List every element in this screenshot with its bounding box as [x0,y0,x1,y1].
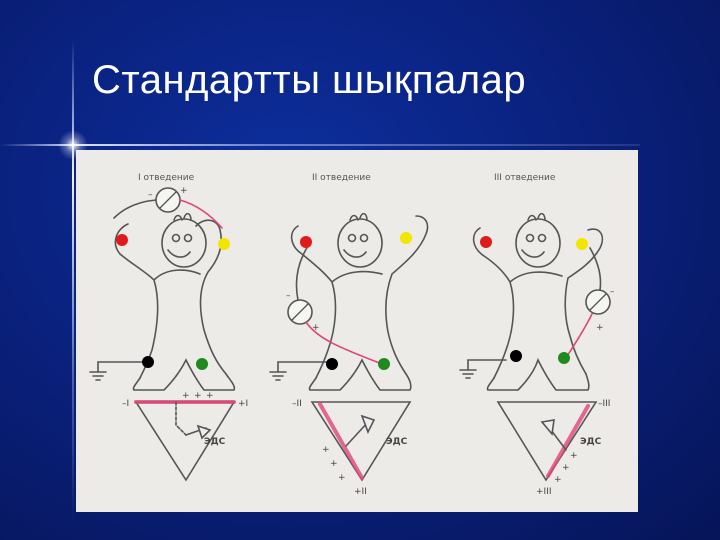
lead-1-body [114,219,227,379]
lead-3-group: III отведение – + –III +III + + + ЭДС [459,173,615,497]
lead-1-plus-mark: + [206,391,214,401]
lead-1-plus-mark: + [182,391,190,401]
lead-1-meter-minus: – [148,190,153,200]
lead-3-head [515,218,561,268]
lead-1-pole-minus: –I [122,399,129,409]
lead-3-electrode-black [510,350,522,362]
lead-3-electrode-red [480,236,492,248]
leads-diagram: I отведение – + –I +I + + + ЭДС [89,173,615,497]
decorative-horizontal-line [0,144,640,146]
lead-1-legs [132,358,236,391]
lead-3-body [472,227,604,379]
lead-2-legs [308,358,412,391]
lead-1-meter-plus: + [180,186,188,196]
lead-1-electrode-red [116,234,128,246]
lead-2-ground-icon [269,361,327,381]
lead-3-electrode-yellow [576,238,588,250]
lead-3-meter-plus: + [596,323,604,333]
lead-3-pole-plus: +III [536,487,552,497]
lead-2-plus-mark: + [330,459,338,469]
leads-figure: I отведение – + –I +I + + + ЭДС [76,150,638,512]
lead-1-emf-label: ЭДС [204,437,226,447]
lead-2-pole-minus: –II [292,399,302,409]
lead-3-electrode-green [558,352,570,364]
lead-2-pole-plus: +II [354,487,367,497]
lead-2-meter-minus: – [286,291,291,301]
lead-3-plus-mark: + [570,451,578,461]
lead-3-meter-minus: – [610,287,615,297]
lead-2-emf-label: ЭДС [386,437,408,447]
lead-3-legs [486,357,590,391]
lead-2-einthoven-triangle [310,401,412,482]
lead-3-title: III отведение [494,173,556,183]
lead-1-title: I отведение [138,173,195,183]
slide-title: Стандартты шықпалар [92,58,527,102]
lead-3-ground-icon [459,359,507,379]
lead-2-meter-plus: + [312,323,320,333]
lead-2-title: II отведение [312,173,371,183]
decorative-vertical-line [72,40,74,520]
lead-1-pole-plus: +I [238,399,248,409]
lead-1-electrode-yellow [218,238,230,250]
lead-2-electrode-yellow [400,232,412,244]
lead-1-group: I отведение – + –I +I + + + ЭДС [89,173,248,482]
lead-3-pole-minus: –III [598,399,610,409]
lead-2-head [337,218,383,268]
lead-2-plus-mark: + [322,445,330,455]
lead-2-lead-axis [318,402,364,480]
lead-2-electrode-black [326,358,338,370]
lead-1-head [161,218,207,268]
lead-2-electrode-green [378,358,390,370]
lead-3-lead-axis [546,404,590,478]
lead-3-plus-mark: + [554,475,562,485]
lead-2-plus-mark: + [338,473,346,483]
lead-1-electrode-black [142,356,154,368]
lead-1-electrode-green [196,358,208,370]
lead-3-einthoven-triangle [496,401,598,482]
lead-1-ground-icon [89,361,151,381]
lead-1-plus-mark: + [194,391,202,401]
lead-2-group: II отведение – + –II +II + + + ЭДС [269,173,429,497]
lead-3-plus-mark: + [562,463,570,473]
lead-3-emf-label: ЭДС [580,437,602,447]
lead-2-electrode-red [300,236,312,248]
lead-2-body [290,215,429,379]
